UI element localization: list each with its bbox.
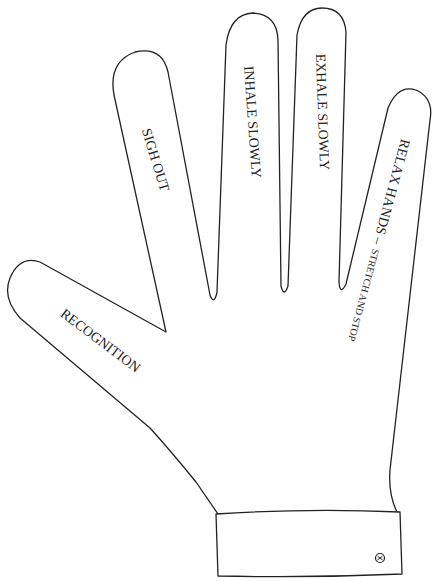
hand-outline — [8, 8, 431, 514]
shirt-cuff — [216, 510, 402, 576]
label-group: EXHALE SLOWLY — [313, 54, 331, 171]
button-thread — [378, 556, 383, 560]
finger-label: EXHALE SLOWLY — [313, 54, 331, 171]
cuff-button — [376, 554, 385, 563]
